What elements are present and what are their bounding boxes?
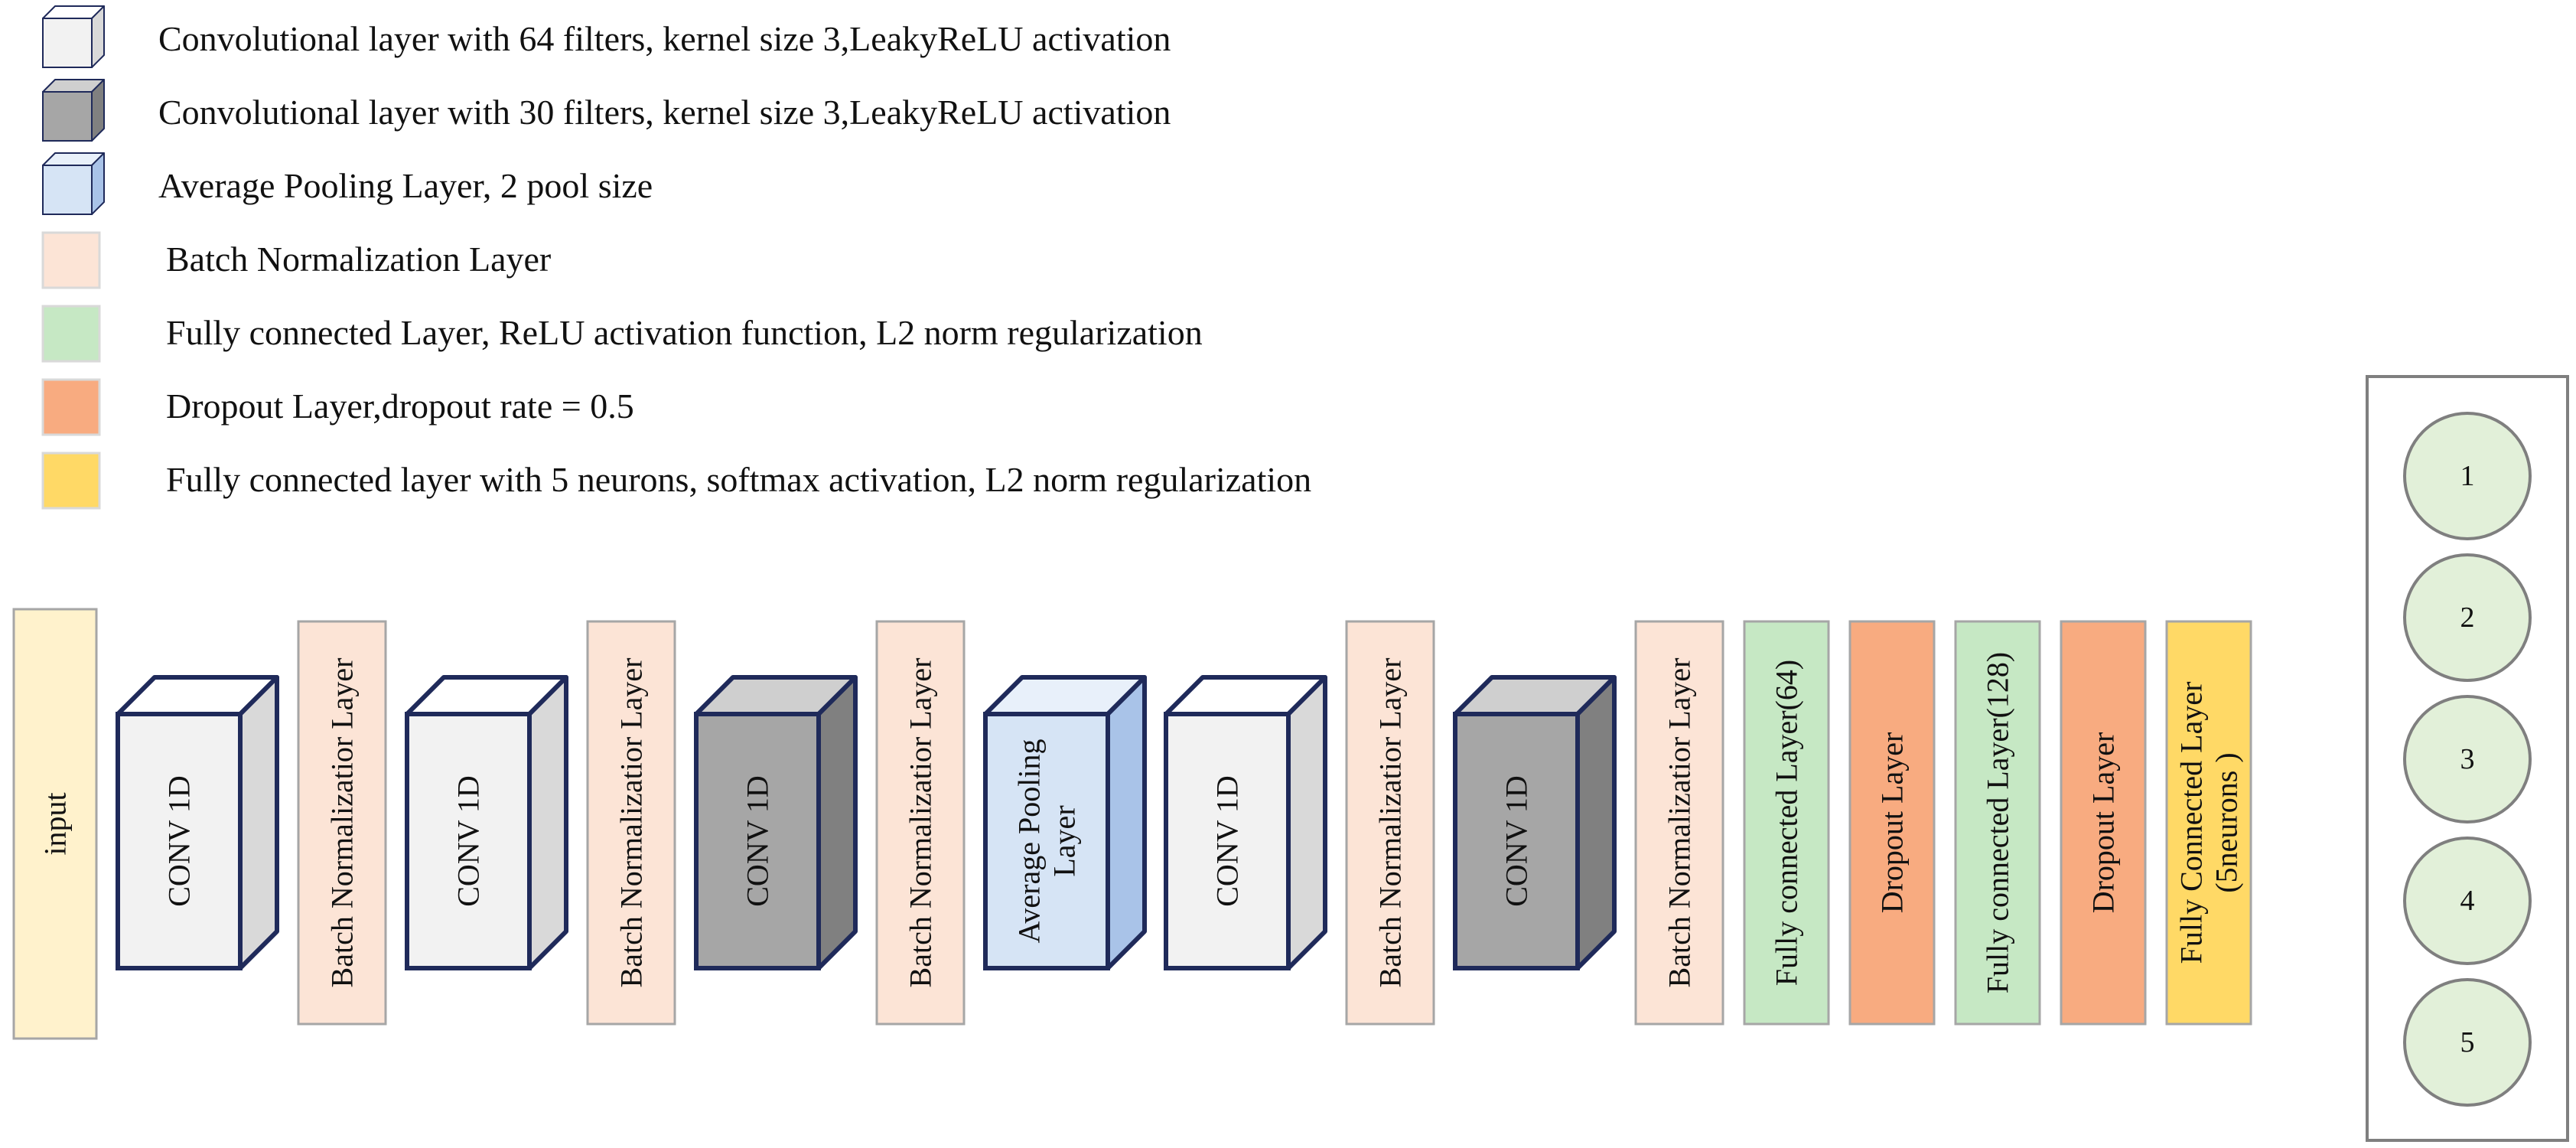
legend: Convolutional layer with 64 filters, ker… [41, 5, 1311, 510]
layer-17-out-box [2165, 620, 2252, 1026]
legend-conv30-swatch [42, 79, 105, 142]
layer-3-bn-box [297, 620, 387, 1026]
layer-2-conv64-label-line-1: CONV 1D [162, 775, 197, 907]
layer-17-out-label-line-2: (5neurons ) [2210, 752, 2244, 892]
layer-14-drop-label-line-1: Dropout Layer [1875, 732, 1910, 914]
layer-3-bn-label-line-1: Batch Normalizatior Layer [325, 658, 360, 988]
layer-2-conv64-block: CONV 1D [116, 675, 279, 970]
legend-conv64-swatch-front-face [42, 18, 93, 68]
neuron-circle [2403, 837, 2532, 965]
legend-conv64-swatch [42, 5, 105, 68]
layer-11-conv30-block-side-face [1575, 675, 1617, 970]
layer-11-conv30-label-line-1: CONV 1D [1500, 775, 1534, 907]
legend-bn-swatch [41, 231, 101, 289]
neuron-1: 1 [2403, 412, 2532, 540]
layer-7-bn-label-line-1: Batch Normalizatior Layer [904, 658, 938, 988]
neuron-label: 1 [2460, 460, 2475, 492]
layer-8-pool-block-front-face [983, 712, 1110, 970]
layer-14-drop-block: Dropout Layer [1848, 620, 1936, 1026]
layer-4-conv64-block-front-face [405, 712, 532, 970]
layer-10-bn-box [1345, 620, 1435, 1026]
layer-3-bn-block: Batch Normalizatior Layer [297, 620, 387, 1026]
layer-6-conv30-block-side-face [816, 675, 858, 970]
layer-5-bn-block: Batch Normalizatior Layer [586, 620, 676, 1026]
layer-7-bn-block: Batch Normalizatior Layer [875, 620, 966, 1026]
layer-8-pool-label-line-2: Layer [1047, 805, 1082, 876]
layer-9-conv64-label-line-1: CONV 1D [1210, 775, 1245, 907]
layer-4-conv64-label-line-1: CONV 1D [451, 775, 486, 907]
layer-9-conv64-block-side-face [1286, 675, 1327, 970]
layer-6-conv30-label-line-1: CONV 1D [741, 775, 775, 907]
layer-12-bn-box [1634, 620, 1724, 1026]
layer-11-conv30-block: CONV 1D [1453, 675, 1617, 970]
neuron-2: 2 [2403, 553, 2532, 682]
neuron-4: 4 [2403, 837, 2532, 965]
layer-1-input-box [12, 608, 98, 1040]
layer-6-conv30-block: CONV 1D [694, 675, 858, 970]
layer-15-fc-label-line-1: Fully connected Layer(128) [1981, 652, 2015, 994]
legend-pool-text: Average Pooling Layer, 2 pool size [158, 166, 653, 205]
neuron-circle [2403, 553, 2532, 682]
layer-9-conv64-block-front-face [1164, 712, 1291, 970]
neuron-label: 4 [2460, 885, 2475, 917]
layer-14-drop-box [1848, 620, 1936, 1026]
layer-13-fc-box [1743, 620, 1830, 1026]
legend-out-swatch [41, 452, 101, 510]
neuron-circle [2403, 978, 2532, 1107]
neuron-label: 3 [2460, 743, 2475, 775]
neuron-5: 5 [2403, 978, 2532, 1107]
layer-2-conv64-block-front-face [116, 712, 243, 970]
legend-out-text: Fully connected layer with 5 neurons, so… [166, 460, 1311, 499]
layer-6-conv30-block-front-face [694, 712, 821, 970]
layer-8-pool-label-line-1: Average Pooling [1012, 739, 1047, 944]
legend-conv30-swatch-front-face [42, 91, 93, 142]
legend-conv30-text: Convolutional layer with 30 filters, ker… [158, 93, 1171, 132]
legend-drop-swatch [41, 378, 101, 436]
neuron-label: 2 [2460, 602, 2475, 634]
legend-pool-swatch [42, 152, 105, 215]
layer-16-drop-label-line-1: Dropout Layer [2086, 732, 2121, 914]
layer-5-bn-box [586, 620, 676, 1026]
layer-12-bn-label-line-1: Batch Normalizatior Layer [1663, 658, 1697, 988]
layer-15-fc-block: Fully connected Layer(128) [1954, 620, 2041, 1026]
layer-9-conv64-block: CONV 1D [1164, 675, 1327, 970]
layer-13-fc-label-line-1: Fully connected Layer(64) [1770, 660, 1804, 987]
neuron-circle [2403, 412, 2532, 540]
neuron-label: 5 [2460, 1026, 2475, 1058]
legend-pool-swatch-front-face [42, 165, 93, 215]
layer-12-bn-block: Batch Normalizatior Layer [1634, 620, 1724, 1026]
layer-7-bn-box [875, 620, 966, 1026]
layer-16-drop-block: Dropout Layer [2060, 620, 2147, 1026]
layer-5-bn-label-line-1: Batch Normalizatior Layer [614, 658, 649, 988]
neuron-3: 3 [2403, 695, 2532, 823]
layer-4-conv64-block: CONV 1D [405, 675, 568, 970]
layer-2-conv64-block-side-face [238, 675, 279, 970]
legend-fc-swatch [41, 305, 101, 363]
layer-pipeline: input CONV 1D Batch Normalizatior Layer CON… [12, 608, 2252, 1040]
layer-15-fc-box [1954, 620, 2041, 1026]
layer-4-conv64-block-side-face [527, 675, 568, 970]
layer-13-fc-block: Fully connected Layer(64) [1743, 620, 1830, 1026]
legend-fc-text: Fully connected Layer, ReLU activation f… [166, 313, 1203, 352]
layer-10-bn-block: Batch Normalizatior Layer [1345, 620, 1435, 1026]
layer-10-bn-label-line-1: Batch Normalizatior Layer [1373, 658, 1408, 988]
layer-17-out-block: Fully Connected Layer(5neurons ) [2165, 620, 2252, 1026]
layer-1-input-label-line-1: input [38, 792, 73, 855]
legend-bn-text: Batch Normalization Layer [166, 240, 551, 279]
layer-11-conv30-block-front-face [1453, 712, 1580, 970]
layer-1-input-block: input [12, 608, 98, 1040]
output-layer: 1 2 3 4 5 [2366, 375, 2569, 1142]
neuron-circle [2403, 695, 2532, 823]
layer-16-drop-box [2060, 620, 2147, 1026]
layer-8-pool-block-side-face [1106, 675, 1147, 970]
legend-conv64-text: Convolutional layer with 64 filters, ker… [158, 19, 1171, 58]
legend-drop-text: Dropout Layer,dropout rate = 0.5 [166, 386, 634, 426]
layer-17-out-label-line-1: Fully Connected Layer [2174, 682, 2209, 964]
